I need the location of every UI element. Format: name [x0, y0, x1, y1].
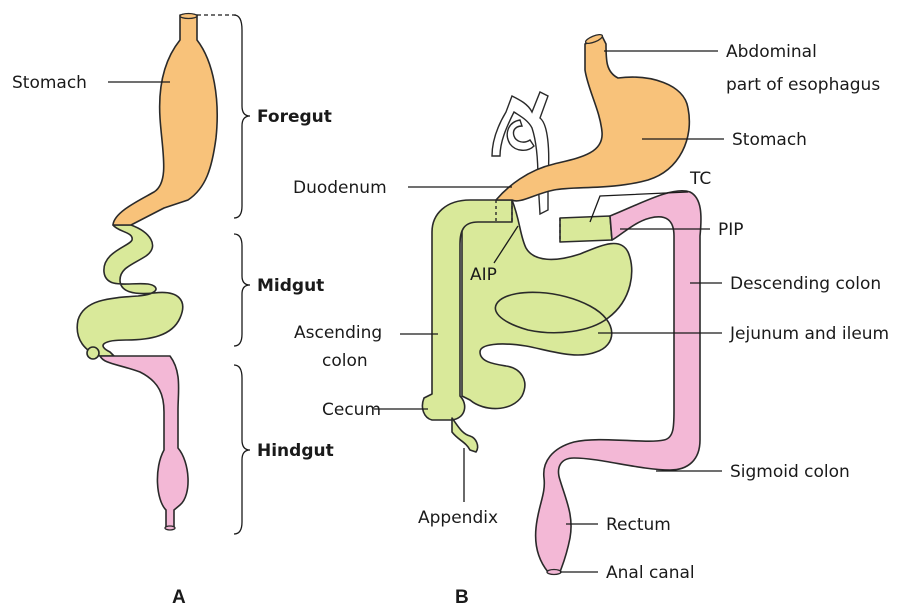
cecal-bud-a — [87, 347, 99, 359]
label-duodenum: Duodenum — [293, 178, 387, 198]
diagram-a: Stomach Foregut Midgut Hindgut A — [12, 14, 334, 609]
label-cecum: Cecum — [322, 400, 381, 420]
diagram-b: Abdominal part of esophagus Stomach Duod… — [293, 33, 889, 608]
label-tc: TC — [689, 169, 711, 189]
hindgut-tube-a — [100, 356, 188, 528]
label-abdominal-esophagus-1: Abdominal — [726, 42, 817, 62]
label-jejunum-ileum: Jejunum and ileum — [729, 324, 889, 344]
foregut-brace — [234, 15, 250, 218]
transverse-colon — [560, 216, 612, 242]
panel-label-a: A — [172, 587, 186, 608]
label-rectum: Rectum — [606, 515, 671, 535]
label-anal-canal: Anal canal — [606, 563, 695, 583]
appendix-b — [452, 418, 478, 452]
label-abdominal-esophagus-2: part of esophagus — [726, 75, 880, 95]
label-midgut: Midgut — [257, 276, 324, 296]
label-ascending-colon-1: Ascending — [294, 323, 382, 343]
panel-label-b: B — [455, 587, 469, 608]
label-appendix: Appendix — [418, 508, 498, 528]
label-descending-colon: Descending colon — [730, 274, 881, 294]
anal-opening-a — [165, 526, 175, 530]
label-stomach-b: Stomach — [732, 130, 807, 150]
anal-opening-b — [547, 570, 561, 575]
label-aip: AIP — [470, 265, 497, 285]
label-foregut: Foregut — [257, 107, 332, 127]
esophagus-opening-a — [180, 14, 197, 19]
label-pip: PIP — [718, 220, 744, 240]
label-hindgut: Hindgut — [257, 441, 334, 461]
label-stomach-a: Stomach — [12, 73, 87, 93]
hindgut-brace — [234, 365, 250, 534]
label-sigmoid-colon: Sigmoid colon — [730, 462, 850, 482]
midgut-brace — [234, 234, 250, 346]
midgut-tube-a — [77, 225, 182, 356]
label-ascending-colon-2: colon — [322, 351, 368, 371]
foregut-tube-a — [113, 15, 217, 225]
